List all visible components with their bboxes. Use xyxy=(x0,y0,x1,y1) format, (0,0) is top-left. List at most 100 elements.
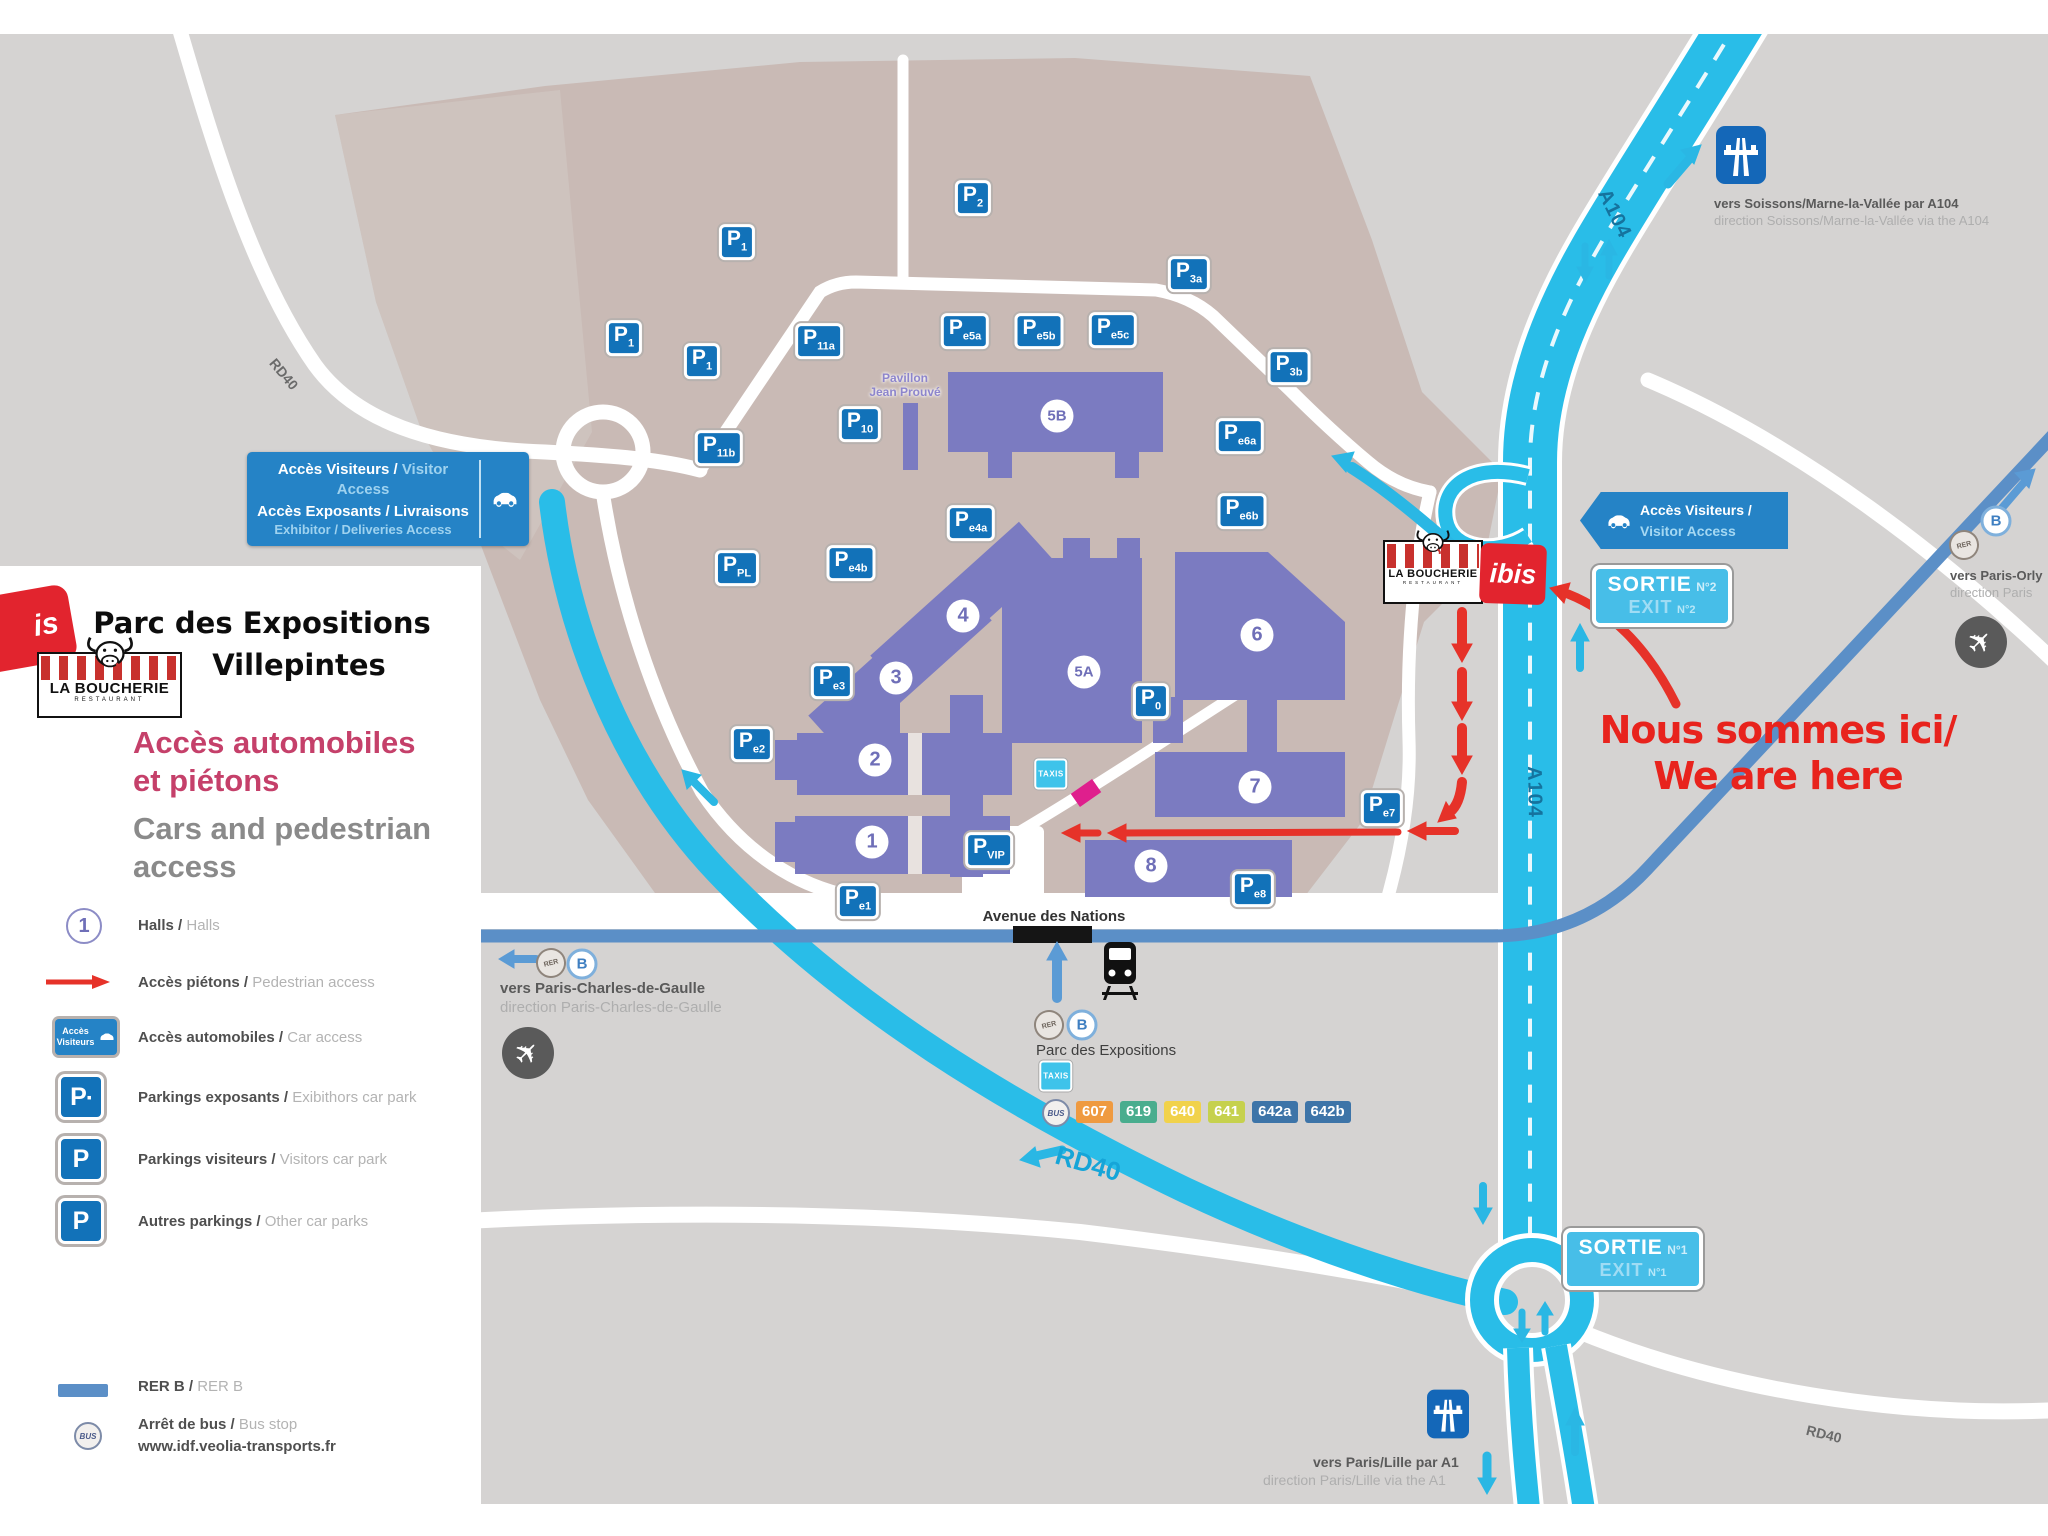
la-boucherie-map-marker: LA BOUCHERIE RESTAURANT xyxy=(1383,530,1483,604)
fr: Halls xyxy=(138,917,174,934)
p: P xyxy=(72,1206,90,1235)
sep: / xyxy=(267,1151,280,1168)
bus-line-640: 640 xyxy=(1164,1101,1202,1123)
en: RER B xyxy=(197,1378,244,1395)
parking-sign-p2: P2 xyxy=(954,180,992,216)
direction-soissons-en: direction Soissons/Marne-la-Vallée via t… xyxy=(1714,213,1990,228)
rer-b-line-badge: B xyxy=(1980,505,2012,537)
p-sub: e6a xyxy=(1237,435,1257,448)
fr: Accès piétons xyxy=(138,974,240,991)
parking-sign-p1b: P1 xyxy=(605,320,643,356)
acces-exposants-label: Accès Exposants / Livraisons xyxy=(257,503,469,520)
en: Car access xyxy=(287,1029,363,1046)
bus-icon: BUS xyxy=(1042,1099,1070,1127)
fr: Parkings visiteurs xyxy=(138,1151,268,1168)
airport-badge: ✈ xyxy=(502,1027,554,1079)
p: P xyxy=(613,323,628,347)
p-sub: e6b xyxy=(1239,510,1259,523)
avenue-des-nations-label: Avenue des Nations xyxy=(982,908,1126,925)
parking-sign-pe5b: Pe5b xyxy=(1014,313,1064,349)
parking-sign-pe8: Pe8 xyxy=(1231,871,1275,907)
direction-cdg-fr: vers Paris-Charles-de-Gaulle xyxy=(500,980,706,997)
legend-bus-stop: Arrêt de bus / Bus stop xyxy=(138,1416,297,1433)
parking-sign-pe2: Pe2 xyxy=(730,726,774,762)
legend-car-access: Accès automobiles / Car access xyxy=(138,1029,362,1046)
p: P xyxy=(803,326,818,350)
p: P xyxy=(846,409,861,433)
legend-visitor-parking: Parkings visiteurs / Visitors car park xyxy=(138,1151,387,1168)
p: P xyxy=(726,227,741,251)
exit-label: EXIT xyxy=(1599,1260,1644,1281)
p-sub: 11b xyxy=(716,447,736,460)
p: P xyxy=(1225,496,1240,520)
parking-sign-pe3: Pe3 xyxy=(810,663,854,699)
direction-soissons-fr: vers Soissons/Marne-la-Vallée par A104 xyxy=(1714,196,1959,211)
p-sub: 1 xyxy=(627,337,635,350)
p-sub: e5a xyxy=(962,330,982,343)
p: P xyxy=(691,346,706,370)
p-sub: e5c xyxy=(1110,329,1130,342)
we-are-here-line2: We are here xyxy=(1653,754,1903,798)
hall-badge-6: 6 xyxy=(1240,618,1274,652)
sortie-number: N°1 xyxy=(1667,1243,1688,1257)
exit-number: N°2 xyxy=(1677,604,1696,617)
p-sub: e4a xyxy=(968,522,988,535)
url: www.idf.veolia-transports.fr xyxy=(138,1438,336,1455)
bus-line-642a: 642a xyxy=(1252,1101,1298,1123)
hall-badge-5b: 5B xyxy=(1040,399,1074,433)
boucherie-sub: RESTAURANT xyxy=(74,697,145,703)
legend-other-parking: Autres parkings / Other car parks xyxy=(138,1213,368,1230)
access-sign-west: Accès Visiteurs / Visitor Access Accès E… xyxy=(247,452,529,546)
hall-badge-1: 1 xyxy=(855,825,889,859)
we-are-here-line1: Nous sommes ici/ xyxy=(1599,708,1958,752)
p-sub: 2 xyxy=(976,197,984,210)
sep: / xyxy=(389,461,402,478)
p-sub: 3b xyxy=(1289,366,1303,379)
access-sign-west-text: Accès Visiteurs / Visitor Access Accès E… xyxy=(257,460,469,538)
page-title-line1: Parc des Expositions xyxy=(93,606,431,640)
hall-badge-8: 8 xyxy=(1134,849,1168,883)
parking-sign-pvip: PVIP xyxy=(965,832,1013,868)
hall-building-gaps xyxy=(908,733,922,874)
page-title-line2: Villepintes xyxy=(212,648,386,682)
parking-sign-pe4b: Pe4b xyxy=(826,545,876,581)
bull-icon xyxy=(86,636,133,670)
p-sub: e4b xyxy=(848,562,868,575)
direction-orly-en: direction Paris xyxy=(1950,585,2033,600)
hall-badge-7: 7 xyxy=(1238,770,1272,804)
top-margin xyxy=(0,0,2048,34)
boucherie-name: LA BOUCHERIE xyxy=(49,680,170,697)
hall-badge-5a: 5A xyxy=(1067,655,1101,689)
exit-2-sign: SORTIE N°2 EXIT N°2 xyxy=(1592,565,1732,627)
p-sub: e5b xyxy=(1036,330,1056,343)
access-sign-east: Accès Visiteurs / Visitor Access xyxy=(1580,492,1788,549)
parking-sign-p11b: P11b xyxy=(694,430,744,466)
bus-line-607: 607 xyxy=(1076,1101,1114,1123)
en: Visitors car park xyxy=(279,1151,388,1168)
sep: / xyxy=(274,1029,288,1046)
station-platform-bar xyxy=(1013,926,1092,943)
p: P xyxy=(954,508,969,532)
p-sub: e8 xyxy=(1253,888,1267,901)
legend-exhibitor-parking-sign: P▪ xyxy=(58,1074,104,1120)
exhibitor-access-label: Exhibitor / Deliveries Access xyxy=(274,521,452,537)
fr: Autres parkings xyxy=(138,1213,253,1230)
p-sub: 1 xyxy=(740,241,748,254)
bus-line-641: 641 xyxy=(1208,1101,1246,1123)
la-boucherie-logo: LA BOUCHERIE RESTAURANT xyxy=(37,636,182,718)
legend-halls: Halls / Halls xyxy=(138,917,220,934)
parking-sign-ppl: PPL xyxy=(714,550,760,586)
sortie-label: SORTIE xyxy=(1607,573,1692,596)
taxi-sign-map: TAXIS xyxy=(1034,758,1068,790)
sep: / xyxy=(279,1089,293,1106)
p-sub: 3a xyxy=(1189,273,1203,286)
sortie-label: SORTIE xyxy=(1578,1236,1663,1259)
taxi-sign-station: TAXIS xyxy=(1039,1060,1073,1092)
p-dot: ▪ xyxy=(86,1089,92,1105)
heading-en-line1: Cars and pedestrian xyxy=(133,811,432,846)
boucherie-name: LA BOUCHERIE xyxy=(1388,568,1478,580)
legend-hall-symbol: 1 xyxy=(66,908,102,944)
sep: / xyxy=(1744,502,1752,518)
parking-sign-pe6b: Pe6b xyxy=(1217,493,1267,529)
exit-number: N°1 xyxy=(1648,1267,1667,1280)
